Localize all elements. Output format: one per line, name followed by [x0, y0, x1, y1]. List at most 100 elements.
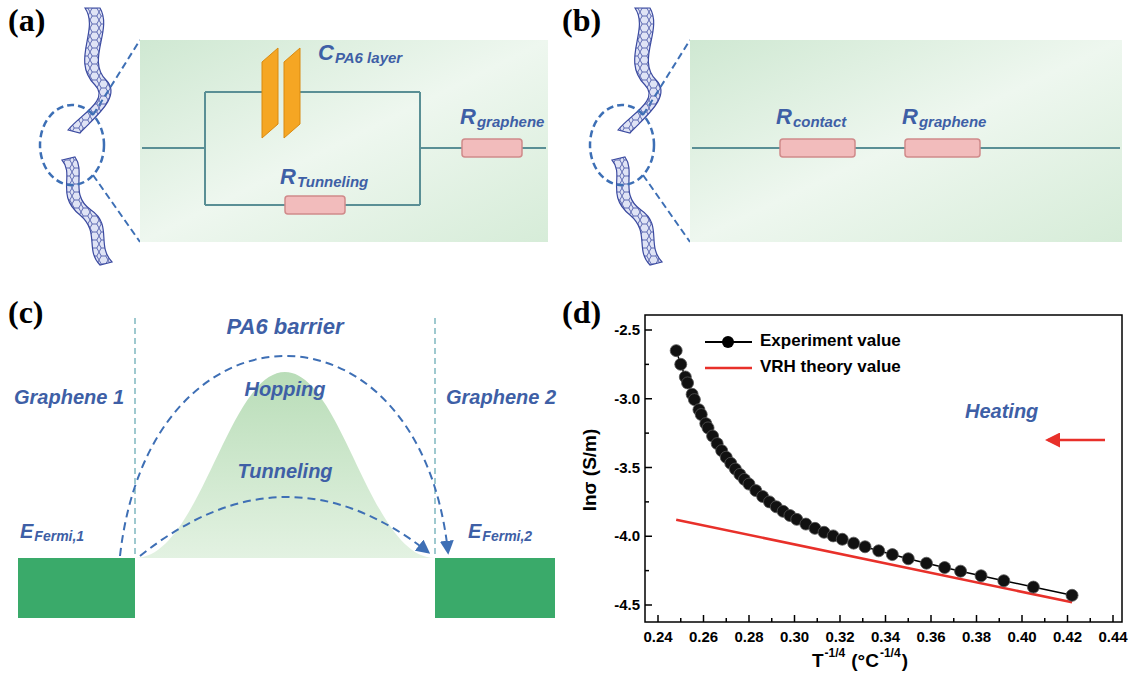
tick-label: 0.26: [689, 628, 718, 645]
tick: [771, 618, 773, 622]
legend-text: Experiment value: [760, 331, 901, 351]
axis-label: -1/4: [825, 647, 846, 661]
axis-label: -1/4: [880, 647, 901, 661]
data-point: [1027, 581, 1039, 593]
component-label: contact: [793, 113, 846, 130]
data-point: [848, 537, 860, 549]
data-point: [670, 345, 682, 357]
circuit-a: [142, 92, 546, 205]
axis-ticks: [645, 330, 1113, 622]
heating-arrow: [1048, 439, 1105, 442]
component-label: PA6 layer: [335, 49, 402, 66]
tick: [1044, 618, 1046, 622]
tick: [657, 615, 659, 622]
plot-frame: [645, 315, 1122, 622]
resistor-symbol: [285, 196, 345, 214]
tick-label: 0.36: [916, 628, 945, 645]
tick-label: 0.30: [780, 628, 809, 645]
component-label: Fermi,1: [34, 528, 84, 544]
axis-label: T: [812, 650, 824, 672]
tick: [1112, 615, 1114, 622]
data-point: [902, 553, 914, 565]
chart-layer: [645, 330, 1113, 622]
panel-letter: (d): [562, 294, 601, 331]
component-label: Hopping: [244, 378, 325, 401]
tick-label: -4.5: [614, 596, 640, 613]
tick: [645, 501, 649, 503]
tunneling-path: [140, 497, 428, 556]
data-point: [998, 575, 1010, 587]
tick: [645, 467, 652, 469]
legend-text: VRH theory value: [760, 357, 901, 377]
tick: [862, 618, 864, 622]
component-label: E: [20, 520, 33, 543]
tick-label: -3.0: [614, 390, 640, 407]
tick: [726, 618, 728, 622]
component-label: R: [902, 104, 918, 129]
tick: [645, 329, 652, 331]
tick: [645, 364, 649, 366]
component-label: PA6 barrier: [227, 314, 344, 339]
data-point: [675, 358, 687, 370]
tick: [930, 615, 932, 622]
axis-label: ): [902, 650, 908, 672]
resistor-symbol: [905, 139, 980, 157]
zoom-line: [93, 40, 140, 115]
tick-label: 0.28: [734, 628, 763, 645]
graphene-block: [18, 558, 135, 618]
component-label: graphene: [477, 113, 545, 130]
data-point: [939, 562, 951, 574]
tick: [1067, 615, 1069, 622]
tick: [680, 618, 682, 622]
graphene-ribbon: [618, 8, 661, 133]
legend-marker: [722, 336, 734, 348]
panel-letter: (c): [8, 294, 44, 331]
component-label: C: [318, 40, 334, 65]
legend-line: [705, 367, 752, 370]
tick: [976, 615, 978, 622]
component-label: Tunneling: [297, 173, 368, 190]
graphene-ribbon: [68, 8, 111, 133]
tick-label: 0.34: [871, 628, 900, 645]
tick: [908, 618, 910, 622]
resistor-symbol: [780, 139, 855, 157]
graphene-junction: [40, 8, 140, 265]
axis-label: lnσ (S/m): [579, 429, 601, 512]
hopping-path: [120, 356, 448, 556]
component-label: Tunneling: [237, 460, 332, 483]
tick: [794, 615, 796, 622]
circuit-panel: [140, 40, 548, 242]
tick: [817, 618, 819, 622]
graphene-ribbon: [62, 157, 112, 265]
tick: [1090, 618, 1092, 622]
data-point: [859, 541, 871, 553]
panel-letter: (a): [8, 2, 45, 39]
tick: [645, 432, 649, 434]
resistor-symbol: [462, 139, 522, 157]
component-label: Heating: [965, 400, 1038, 423]
data-point: [955, 565, 967, 577]
zoom-line: [643, 40, 690, 115]
tick: [953, 618, 955, 622]
boundary-line: [134, 318, 136, 558]
tick-label: 0.44: [1098, 628, 1127, 645]
axis-label: (°C: [851, 650, 879, 672]
component-label: Fermi,2: [482, 528, 532, 544]
tick-label: 0.42: [1053, 628, 1082, 645]
tick: [645, 398, 652, 400]
graphene-block: [435, 558, 555, 618]
circuit-panel: [690, 40, 1122, 242]
tick-label: -2.5: [614, 321, 640, 338]
tick: [645, 570, 649, 572]
data-point: [886, 549, 898, 561]
component-label: Graphene 1: [14, 386, 124, 409]
tick: [1021, 615, 1023, 622]
tick: [748, 615, 750, 622]
graphene-ribbon: [612, 157, 662, 265]
zoom-line: [643, 175, 690, 242]
data-point: [975, 570, 987, 582]
zoom-circle: [590, 105, 654, 185]
data-point: [920, 557, 932, 569]
component-label: graphene: [919, 113, 987, 130]
